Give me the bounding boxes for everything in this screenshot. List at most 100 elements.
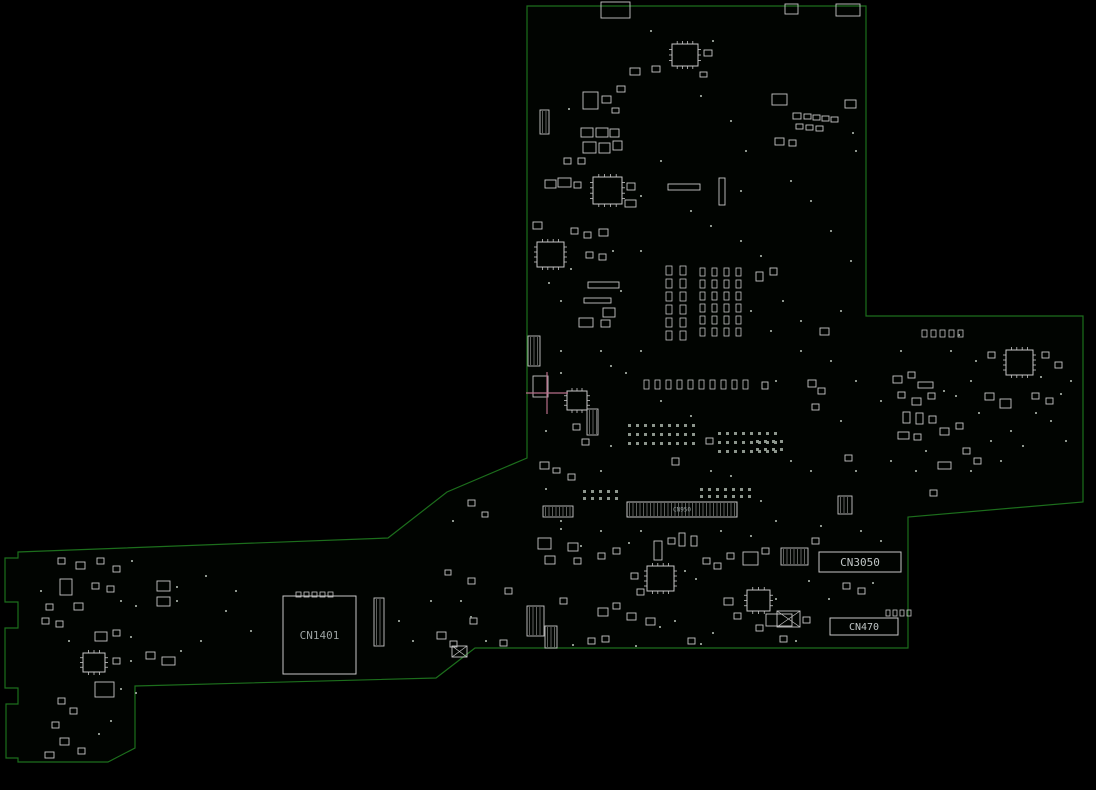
component-dot [690,415,692,417]
component-outline [544,555,556,565]
via-dot [660,424,663,427]
component-dot [880,540,882,542]
pad-outline [723,315,730,325]
component-outline [907,371,916,379]
component-dot [855,470,857,472]
component-connector [586,408,599,436]
connector-cn1401[interactable]: CN1401 [282,595,357,675]
component-dot [640,195,642,197]
pad-outline [679,304,687,315]
component-outline [59,578,73,596]
component-dot [855,380,857,382]
component-dot [740,190,742,192]
component-dot [1070,380,1072,382]
component-outline [1054,361,1063,369]
components-group [40,1,1072,759]
component-dot [958,334,960,336]
via-dot [724,488,727,491]
component-dot [808,580,810,582]
connector-label: CN3050 [840,556,880,569]
component-outline [667,183,701,191]
component-dot [640,530,642,532]
connector-cn950[interactable]: CN950 [626,501,738,518]
via-dot [684,424,687,427]
component-outline [587,637,596,645]
component-outline [769,267,778,276]
pad-outline [327,591,334,598]
pad-outline [735,315,742,325]
component-dot [580,545,582,547]
component-dot [852,132,854,134]
pad-outline [723,303,730,313]
component-outline [112,565,121,573]
component-outline [911,397,922,406]
component-dot [674,620,676,622]
component-outline [612,602,621,610]
pad-outline [731,379,738,390]
pad-outline [735,267,742,277]
component-dot [760,500,762,502]
component-outline [939,427,950,436]
component-outline [544,179,557,189]
pad-outline [948,329,955,338]
crosshair-group [526,372,568,414]
component-dot [130,660,132,662]
component-dot [712,40,714,42]
component-dot [820,525,822,527]
chip-body [646,565,675,592]
pad-outline [885,609,891,617]
via-dot [724,495,727,498]
pad-outline [723,291,730,301]
component-chip [744,587,773,614]
via-dot [766,432,769,435]
component-dot [1050,420,1052,422]
via-dot [628,442,631,445]
component-dot [978,412,980,414]
component-connector [527,335,541,367]
component-outline [601,95,612,104]
connector-cn3050[interactable]: CN3050 [818,551,902,573]
chip-body [536,241,565,268]
via-dot [607,490,610,493]
component-outline [999,398,1012,409]
component-dot [710,225,712,227]
component-crossed-box [451,645,468,658]
via-dot [652,433,655,436]
connector-label: CN1401 [300,629,340,642]
component-outline [821,115,830,122]
component-dot [1040,376,1042,378]
connector-body [586,408,599,436]
via-dot [764,448,767,451]
connector-body [544,625,558,649]
pad-outline [665,291,673,302]
component-outline [819,327,830,336]
connector-body [373,597,385,647]
component-dot [612,250,614,252]
component-outline [651,65,661,73]
via-dot [758,432,761,435]
component-outline [671,457,680,466]
component-outline [802,616,811,624]
via-dot [748,495,751,498]
via-dot [774,441,777,444]
component-chip [564,388,590,413]
component-dot [710,470,712,472]
via-dot [652,424,655,427]
via-dot [628,433,631,436]
connector-cn470[interactable]: CN470 [829,617,899,636]
connector-body [837,495,853,515]
via-dot [636,442,639,445]
via-dot [766,450,769,453]
component-outline [563,157,572,165]
component-dot [730,475,732,477]
via-dot [740,488,743,491]
connector-body [282,595,357,675]
component-chip [1003,347,1036,378]
pad-outline [723,327,730,337]
pad-outline [679,330,687,341]
component-outline [624,199,637,208]
pad-outline [699,315,706,325]
component-dot [225,610,227,612]
